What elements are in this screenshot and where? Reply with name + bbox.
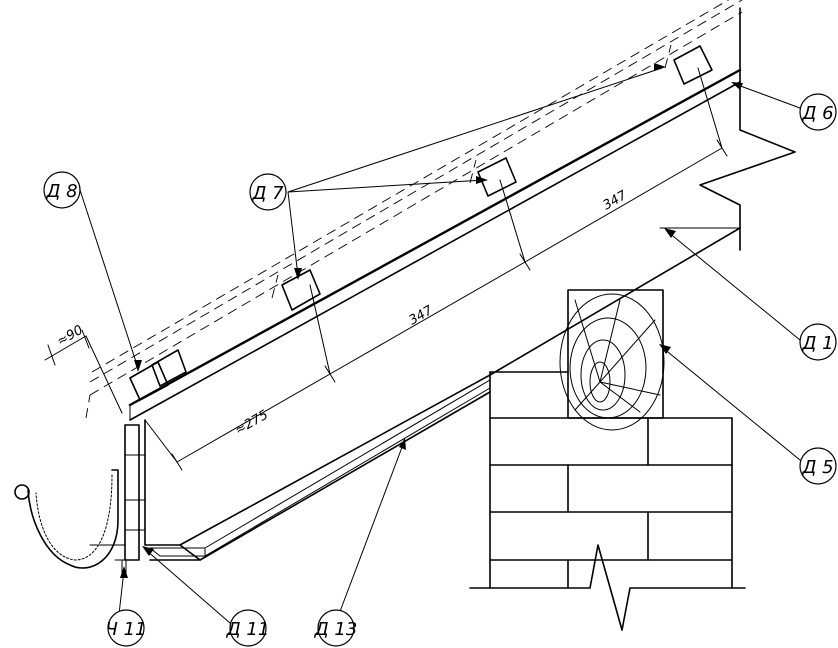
callout-d8-label: Д 8: [45, 181, 77, 202]
dimension-lines: [44, 67, 728, 471]
rafter-and-soffit: [144, 227, 741, 561]
fascia-board: [124, 424, 206, 561]
dim-eave-span: ≈275: [233, 408, 271, 439]
roof-tiles-dashed: [85, 0, 743, 419]
batten-3: [477, 157, 517, 197]
callout-ch11-label: Ч 11: [106, 619, 147, 640]
callout-d5: Д 5: [799, 447, 837, 485]
callout-d13-label: Д 13: [314, 619, 358, 640]
batten-4: [673, 45, 713, 85]
callout-ch11: Ч 11: [106, 609, 147, 647]
batten-1: [129, 361, 169, 401]
wall-break-right: [699, 7, 796, 251]
callout-d11: Д 11: [226, 609, 270, 647]
callout-d1-label: Д 1: [801, 333, 833, 354]
batten-2: [281, 269, 321, 311]
gutter: [14, 469, 127, 576]
callout-d8: Д 8: [43, 171, 81, 209]
batten-1b: [151, 349, 187, 387]
callout-d13: Д 13: [314, 609, 358, 647]
callout-d1: Д 1: [799, 323, 837, 361]
roof-deck: [128, 68, 742, 421]
battens: [129, 45, 713, 401]
callout-d6-label: Д 6: [801, 103, 833, 124]
callout-d11-label: Д 11: [226, 619, 270, 640]
wall-plate-timber: [559, 289, 665, 431]
callout-d7: Д 7: [249, 173, 287, 211]
callout-d6: Д 6: [799, 93, 837, 131]
callout-d7-label: Д 7: [251, 183, 284, 204]
dim-span-1: 347: [407, 303, 437, 329]
callout-d5-label: Д 5: [801, 457, 833, 478]
leader-lines: [79, 63, 801, 633]
brick-wall: [469, 371, 746, 631]
